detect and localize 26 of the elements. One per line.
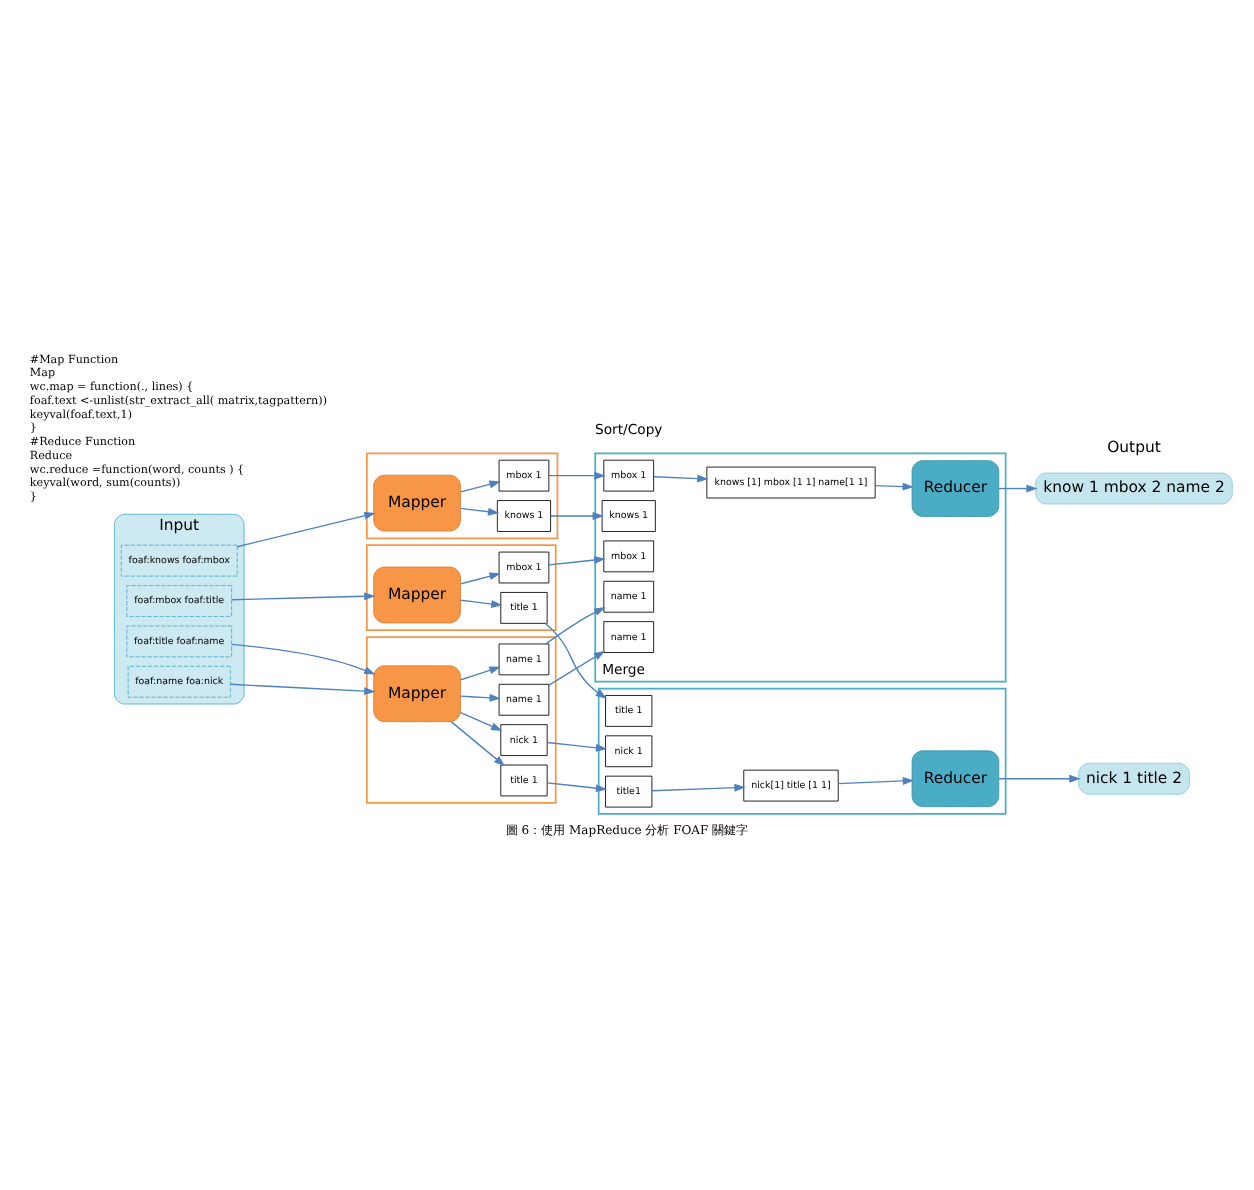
arrow <box>874 482 914 491</box>
arrow <box>460 666 501 681</box>
arrow <box>460 599 503 608</box>
arrow <box>460 711 503 731</box>
arrow <box>546 782 608 793</box>
arrow <box>998 774 1081 783</box>
arrow <box>460 507 500 516</box>
arrow <box>548 471 606 480</box>
arrow <box>544 622 607 700</box>
arrow <box>548 650 606 686</box>
arrow <box>230 592 376 601</box>
arrow <box>546 741 608 752</box>
arrow <box>545 606 606 645</box>
arrow <box>460 693 501 702</box>
arrow <box>231 643 376 675</box>
arrow <box>550 512 604 520</box>
arrow <box>651 783 746 792</box>
arrow <box>460 480 501 493</box>
arrow <box>837 776 915 785</box>
arrow <box>450 721 506 767</box>
arrow <box>229 683 376 696</box>
arrow <box>548 556 606 566</box>
arrow <box>236 511 376 548</box>
arrow <box>998 484 1038 493</box>
arrow <box>460 572 501 585</box>
arrow <box>653 474 709 483</box>
